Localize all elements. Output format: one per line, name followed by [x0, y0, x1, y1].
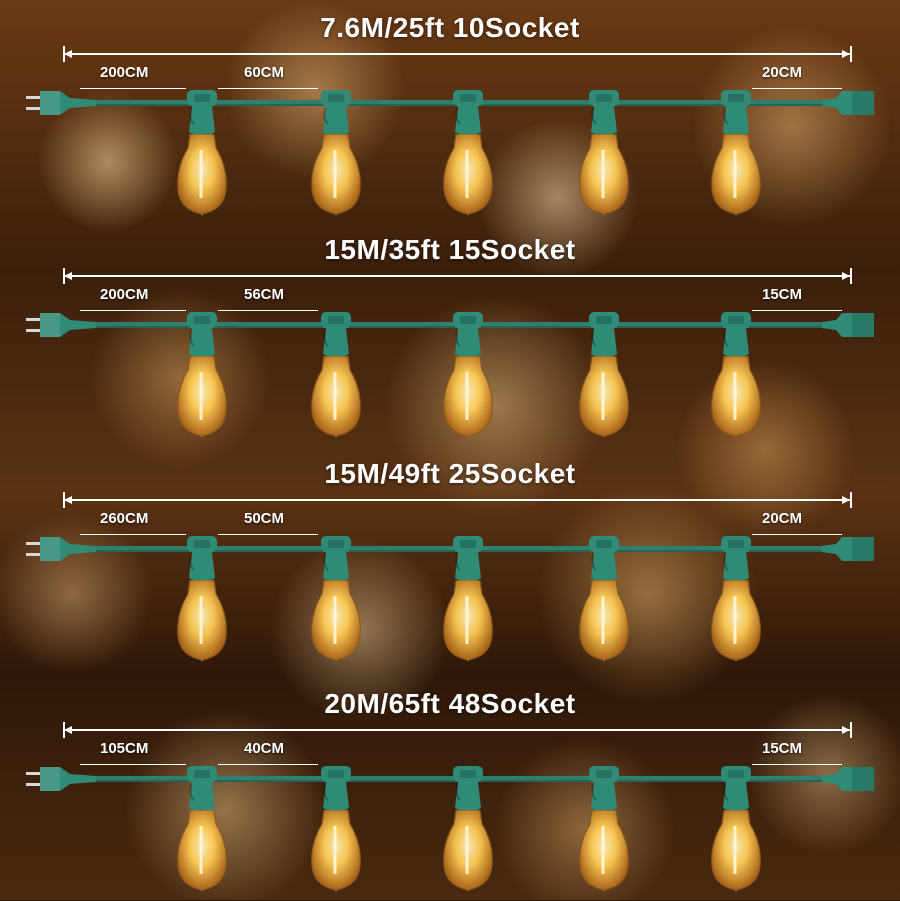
bulb-spacing-label: 56CM — [244, 286, 285, 303]
end-spacing-line — [752, 534, 842, 535]
bulb-icon — [174, 809, 230, 897]
bulb-icon — [576, 579, 632, 667]
socket-icon — [318, 312, 354, 369]
first-socket-spacing-line — [80, 88, 186, 89]
socket-icon — [450, 312, 486, 369]
string-light-section: 15M/35ft 15Socket 200CM 56CM 15CM — [0, 222, 900, 447]
bulb-icon — [174, 133, 230, 221]
string-light-section: 20M/65ft 48Socket 105CM 40CM 15CM — [0, 676, 900, 901]
end-spacing-line — [752, 88, 842, 89]
first-socket-spacing-line — [80, 310, 186, 311]
section-title: 20M/65ft 48Socket — [324, 688, 576, 719]
plug-icon — [26, 764, 96, 799]
bulb-spacing-line — [218, 764, 318, 765]
socket-icon — [718, 536, 754, 593]
bulb-spacing-label: 60CM — [244, 64, 285, 81]
dim-tick-right — [850, 46, 852, 62]
plug-icon — [26, 534, 96, 569]
end-spacing-label: 20CM — [762, 510, 803, 527]
total-length-line — [64, 53, 852, 55]
bulb-icon — [708, 579, 764, 667]
bulb-icon — [308, 809, 364, 897]
plug-icon — [26, 88, 96, 123]
bulb-icon — [708, 133, 764, 221]
first-socket-spacing-label: 200CM — [100, 64, 149, 81]
socket-icon — [318, 766, 354, 823]
arrow-right-icon — [842, 272, 850, 280]
bulb-icon — [576, 355, 632, 443]
socket-icon — [450, 536, 486, 593]
bulb-icon — [308, 355, 364, 443]
socket-icon — [184, 90, 220, 147]
bulb-icon — [708, 355, 764, 443]
end-spacing-line — [752, 310, 842, 311]
end-connector-icon — [822, 310, 874, 345]
arrow-left-icon — [64, 726, 72, 734]
socket-icon — [450, 766, 486, 823]
section-title: 15M/49ft 25Socket — [324, 458, 576, 489]
bulb-icon — [308, 133, 364, 221]
bulb-spacing-line — [218, 310, 318, 311]
bulb-icon — [440, 809, 496, 897]
socket-icon — [718, 90, 754, 147]
socket-icon — [318, 536, 354, 593]
bulb-icon — [440, 579, 496, 667]
dim-tick-right — [850, 492, 852, 508]
bulb-icon — [440, 355, 496, 443]
arrow-left-icon — [64, 272, 72, 280]
total-length-line — [64, 275, 852, 277]
section-title: 15M/35ft 15Socket — [324, 234, 576, 265]
arrow-left-icon — [64, 50, 72, 58]
end-spacing-label: 15CM — [762, 740, 803, 757]
first-socket-spacing-label: 260CM — [100, 510, 149, 527]
end-connector-icon — [822, 88, 874, 123]
socket-icon — [586, 766, 622, 823]
socket-icon — [184, 766, 220, 823]
arrow-right-icon — [842, 496, 850, 504]
section-title: 7.6M/25ft 10Socket — [320, 12, 580, 43]
string-light-section: 15M/49ft 25Socket 260CM 50CM 20CM — [0, 446, 900, 671]
socket-icon — [586, 536, 622, 593]
total-length-line — [64, 729, 852, 731]
bulb-icon — [576, 809, 632, 897]
end-connector-icon — [822, 764, 874, 799]
end-spacing-line — [752, 764, 842, 765]
bulb-spacing-label: 40CM — [244, 740, 285, 757]
socket-icon — [586, 90, 622, 147]
end-spacing-label: 15CM — [762, 286, 803, 303]
socket-icon — [586, 312, 622, 369]
socket-icon — [184, 536, 220, 593]
dim-tick-right — [850, 268, 852, 284]
socket-icon — [718, 312, 754, 369]
bulb-icon — [308, 579, 364, 667]
arrow-right-icon — [842, 50, 850, 58]
arrow-left-icon — [64, 496, 72, 504]
arrow-right-icon — [842, 726, 850, 734]
bulb-spacing-line — [218, 534, 318, 535]
socket-icon — [718, 766, 754, 823]
bulb-spacing-line — [218, 88, 318, 89]
bulb-icon — [440, 133, 496, 221]
socket-icon — [184, 312, 220, 369]
first-socket-spacing-line — [80, 534, 186, 535]
first-socket-spacing-label: 200CM — [100, 286, 149, 303]
string-light-section: 7.6M/25ft 10Socket 200CM 60CM 20CM — [0, 0, 900, 225]
first-socket-spacing-line — [80, 764, 186, 765]
dim-tick-right — [850, 722, 852, 738]
socket-icon — [450, 90, 486, 147]
bulb-icon — [708, 809, 764, 897]
end-connector-icon — [822, 534, 874, 569]
end-spacing-label: 20CM — [762, 64, 803, 81]
bulb-spacing-label: 50CM — [244, 510, 285, 527]
socket-icon — [318, 90, 354, 147]
bulb-icon — [174, 579, 230, 667]
bulb-icon — [576, 133, 632, 221]
bulb-icon — [174, 355, 230, 443]
first-socket-spacing-label: 105CM — [100, 740, 149, 757]
total-length-line — [64, 499, 852, 501]
plug-icon — [26, 310, 96, 345]
